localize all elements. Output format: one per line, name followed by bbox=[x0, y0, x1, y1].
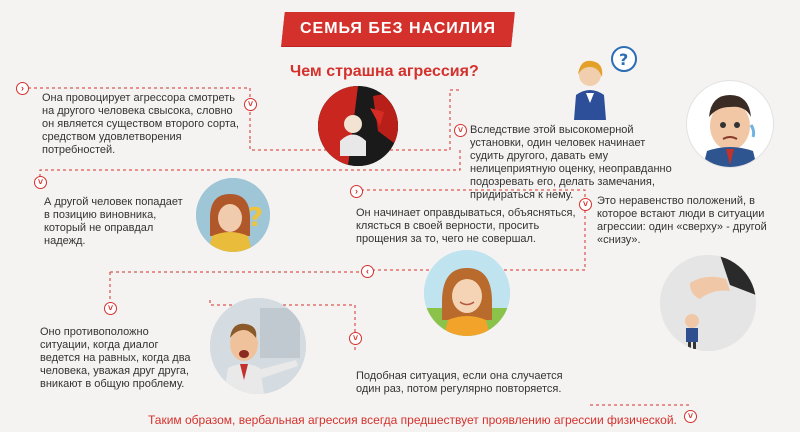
big-hand-small-man-illustration bbox=[660, 255, 756, 351]
arrow-down-icon: ˅ bbox=[684, 410, 697, 423]
svg-text:?: ? bbox=[619, 50, 628, 69]
woman-question-illustration: ? bbox=[568, 45, 638, 120]
arrow-left-icon: ‹ bbox=[361, 265, 374, 278]
worried-man-illustration bbox=[686, 80, 774, 168]
smiling-girl-illustration bbox=[424, 250, 510, 336]
text-block-4: Он начинает оправдываться, объясняться, … bbox=[356, 207, 576, 245]
page-title: СЕМЬЯ БЕЗ НАСИЛИЯ bbox=[299, 20, 497, 37]
arrow-down-icon: ˅ bbox=[104, 302, 117, 315]
arrow-down-icon: ˅ bbox=[579, 198, 592, 211]
arrow-down-icon: ˅ bbox=[244, 98, 257, 111]
shouting-man-illustration bbox=[210, 298, 306, 394]
svg-text:?: ? bbox=[248, 203, 263, 233]
girl-question-illustration: ? bbox=[196, 178, 270, 252]
conclusion-text: Таким образом, вербальная агрессия всегд… bbox=[148, 413, 677, 427]
text-block-3: А другой человек попадает в позицию вино… bbox=[44, 196, 183, 247]
page-subtitle: Чем страшна агрессия? bbox=[290, 63, 479, 80]
text-block-7: Подобная ситуация, если она случается од… bbox=[356, 370, 563, 395]
arrow-down-icon: ˅ bbox=[349, 332, 362, 345]
text-block-1: Она провоцирует агрессора смотреть на др… bbox=[42, 92, 239, 156]
text-block-5: Это неравенство положений, в которое вст… bbox=[597, 195, 767, 246]
text-block-2: Вследствие этой высокомерной установки, … bbox=[470, 124, 672, 201]
arrow-down-icon: ˅ bbox=[34, 176, 47, 189]
arrow-down-icon: ˅ bbox=[454, 124, 467, 137]
aggressor-illustration bbox=[318, 86, 398, 166]
text-block-6: Оно противоположно ситуации, когда диало… bbox=[40, 326, 191, 390]
arrow-right-icon: › bbox=[350, 185, 363, 198]
arrow-right-icon: › bbox=[16, 82, 29, 95]
